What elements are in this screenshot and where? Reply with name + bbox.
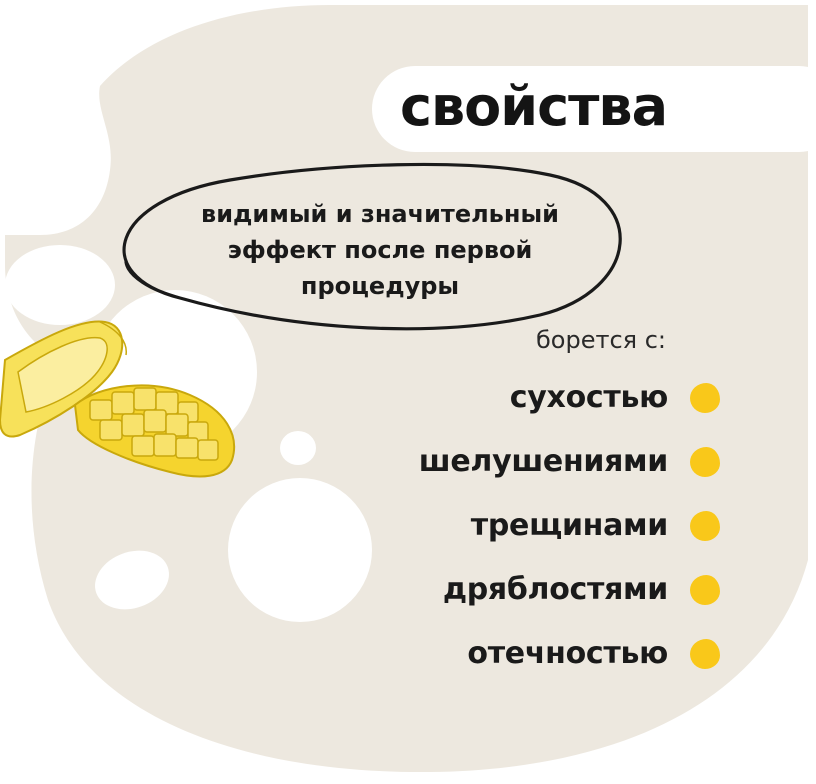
yellow-dot-icon	[690, 511, 720, 541]
list-item: трещинами	[471, 506, 720, 546]
effect-description: видимый и значительный эффект после перв…	[150, 196, 610, 304]
fights-label: борется с:	[535, 326, 666, 354]
yellow-dot-icon	[690, 639, 720, 669]
property-label: трещинами	[470, 508, 669, 543]
property-label: дряблостями	[442, 572, 668, 607]
white-blob-left	[5, 245, 115, 325]
white-circle-medium	[228, 478, 372, 622]
effect-line-3: процедуры	[300, 272, 460, 300]
list-item: дряблостями	[443, 570, 720, 610]
mango-cubes-icon	[73, 384, 236, 478]
property-label: сухостью	[509, 380, 669, 415]
white-blob-bottom	[95, 550, 169, 610]
list-item: отечностью	[467, 634, 720, 674]
white-blob-small	[280, 431, 316, 465]
beige-panel	[5, 5, 808, 773]
property-label: отечностью	[467, 636, 668, 671]
effect-line-1: видимый и значительный	[201, 200, 559, 228]
page-title: свойства	[400, 75, 668, 138]
yellow-dot-icon	[690, 383, 720, 413]
list-item: сухостью	[510, 378, 720, 418]
oval-outline	[122, 162, 622, 331]
effect-line-2: эффект после первой	[227, 236, 533, 264]
list-item: шелушениями	[419, 442, 720, 482]
property-label: шелушениями	[418, 444, 669, 479]
yellow-dot-icon	[690, 447, 720, 477]
yellow-dot-icon	[690, 575, 720, 605]
title-pill	[372, 66, 816, 152]
mango-half-icon	[0, 320, 127, 438]
